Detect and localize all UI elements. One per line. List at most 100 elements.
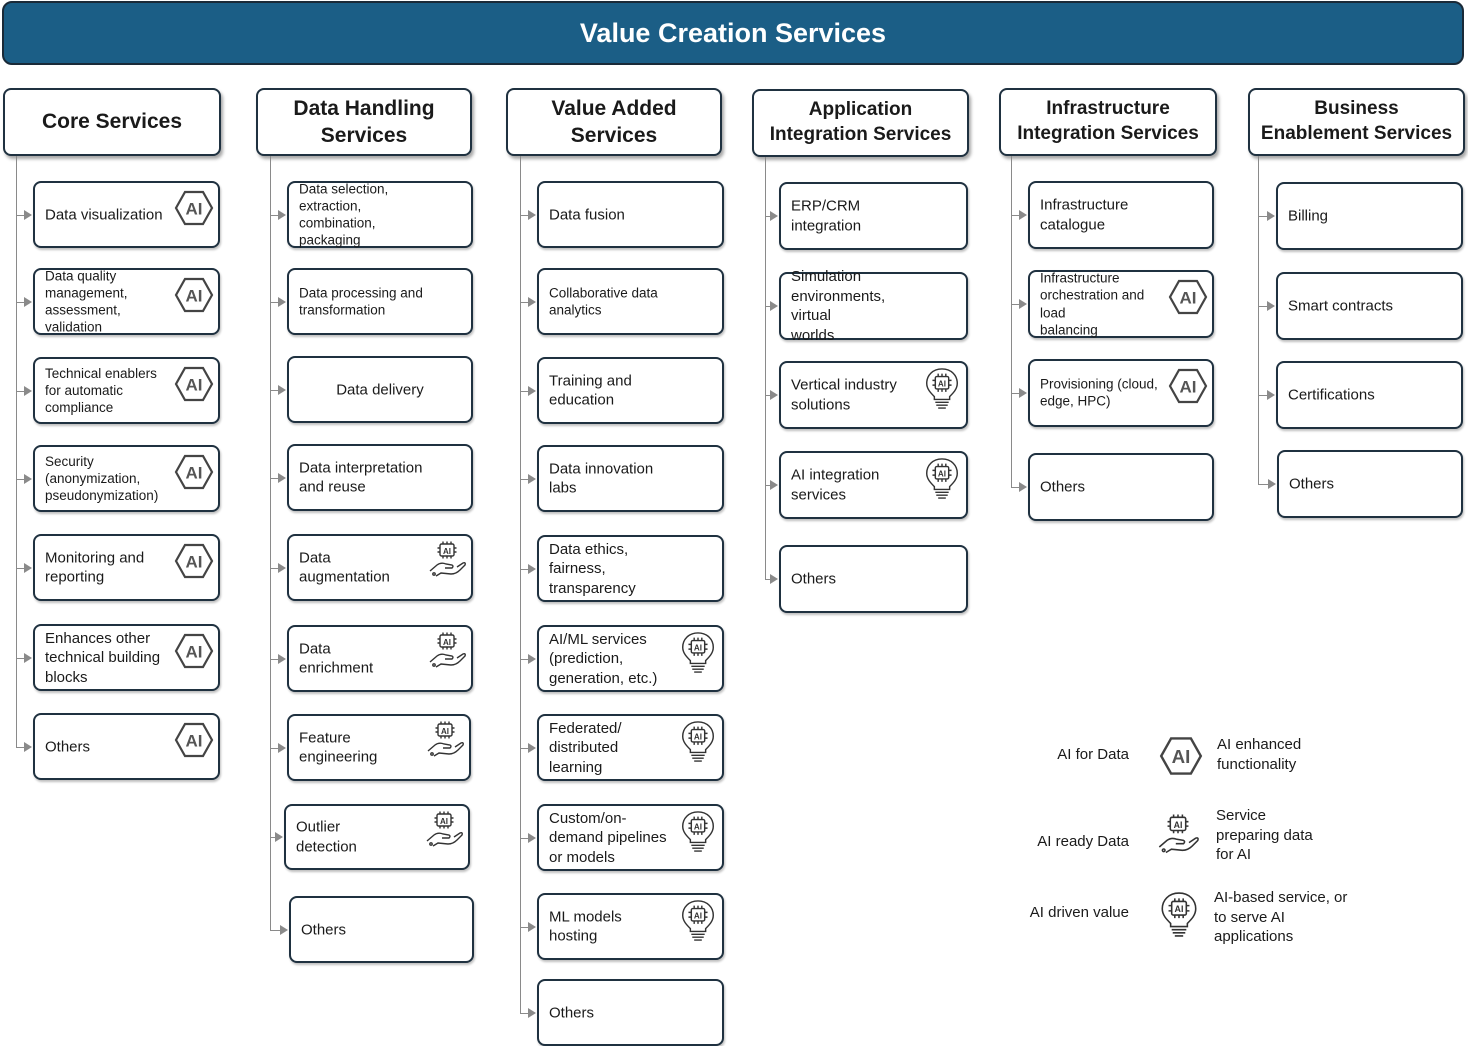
arrow-head-icon: [1019, 482, 1027, 492]
svg-text:AI: AI: [443, 638, 451, 647]
service-label: Enhances other technical building blocks: [45, 629, 161, 686]
connector-branch: [1011, 215, 1020, 216]
service-box: AI/ML services (prediction, generation, …: [537, 625, 724, 692]
svg-text:AI: AI: [1174, 820, 1183, 830]
service-box: Data delivery: [287, 356, 473, 423]
legend-name: AI ready Data: [1037, 833, 1129, 850]
service-box: Technical enablers for automatic complia…: [33, 357, 220, 424]
legend-name: AI driven value: [1029, 904, 1129, 921]
svg-text:AI: AI: [694, 911, 702, 920]
arrow-head-icon: [770, 211, 778, 221]
service-box: Data enrichment AI: [287, 625, 473, 692]
arrow-head-icon: [24, 652, 32, 663]
service-label: ML models hosting: [549, 908, 622, 945]
ai-lightbulb-icon: AI: [678, 720, 718, 762]
svg-text:AI: AI: [186, 643, 203, 662]
connector-branch: [16, 478, 25, 480]
legend-description: AI-based service, or to serve AI applica…: [1214, 889, 1348, 945]
ai-lightbulb-icon-graphic: AI: [682, 632, 714, 673]
svg-text:AI: AI: [440, 817, 448, 826]
service-box: Billing: [1276, 182, 1463, 250]
arrow-head-icon: [24, 209, 32, 220]
connector-branch: [16, 301, 25, 303]
connector-branch: [520, 568, 529, 570]
arrow-head-icon: [770, 301, 778, 311]
arrow-head-icon: [1267, 390, 1275, 400]
service-box: Data processing and transformation: [287, 268, 473, 335]
ai-chip-hand-icon: AI: [427, 631, 467, 673]
ai-hex-icon: AI: [174, 540, 214, 582]
connector-branch: [270, 747, 279, 749]
connector-branch: [1011, 393, 1020, 394]
service-label: Feature engineering: [299, 729, 378, 766]
service-box: Smart contracts: [1276, 272, 1463, 340]
svg-text:AI: AI: [938, 469, 946, 478]
svg-text:AI: AI: [186, 376, 203, 395]
connector-line: [765, 157, 766, 579]
arrow-head-icon: [528, 921, 536, 932]
service-label: Infrastructure orchestration and load ba…: [1040, 270, 1145, 338]
connector-line: [1011, 156, 1012, 487]
ai-hex-icon-graphic: AI: [174, 366, 214, 402]
connector-branch: [270, 837, 276, 838]
arrow-head-icon: [528, 473, 536, 484]
service-label: Provisioning (cloud, edge, HPC): [1040, 376, 1158, 409]
ai-hex-icon: AI: [174, 274, 214, 316]
connector-branch: [16, 567, 25, 569]
connector-branch: [16, 214, 25, 216]
service-box: Data ethics, fairness, transparency: [537, 535, 724, 602]
connector-branch: [16, 746, 25, 748]
arrow-head-icon: [278, 653, 286, 664]
ai-lightbulb-icon: AI: [1157, 891, 1201, 937]
service-box: Outlier detection AI: [284, 804, 470, 870]
ai-hex-icon-graphic: AI: [174, 277, 214, 313]
column-header: Data Handling Services: [256, 88, 472, 156]
ai-hex-icon-graphic: AI: [1168, 279, 1208, 315]
svg-text:AI: AI: [1172, 746, 1191, 767]
ai-hex-icon: AI: [174, 363, 214, 405]
service-label: AI integration services: [791, 466, 880, 504]
arrow-head-icon: [278, 296, 286, 307]
connector-branch: [1011, 487, 1020, 488]
connector-branch: [270, 567, 279, 569]
service-label: Others: [45, 737, 91, 755]
ai-lightbulb-icon: AI: [678, 631, 718, 673]
service-label: Federated/ distributed learning: [549, 719, 622, 776]
connector-branch: [520, 747, 529, 749]
column-header: Application Integration Services: [752, 89, 969, 157]
service-box: Others: [779, 545, 968, 613]
connector-branch: [1258, 484, 1269, 485]
service-label: Vertical industry solutions: [791, 376, 897, 414]
arrow-head-icon: [1019, 388, 1027, 398]
ai-hex-icon: AI: [1159, 733, 1203, 779]
arrow-head-icon: [528, 832, 536, 843]
service-box: ML models hosting AI: [537, 893, 724, 960]
service-label: Data innovation labs: [549, 460, 654, 497]
service-label: Certifications: [1288, 386, 1375, 404]
service-label: Data quality management, assessment, val…: [45, 267, 128, 335]
service-label: Training and education: [549, 372, 632, 409]
arrow-head-icon: [280, 924, 288, 935]
arrow-head-icon: [528, 209, 536, 220]
arrow-head-icon: [24, 385, 32, 396]
connector-branch: [270, 658, 279, 660]
service-label: Data enrichment: [299, 640, 374, 677]
column-header: Core Services: [3, 88, 221, 156]
service-label: Custom/on- demand pipelines or models: [549, 809, 667, 866]
svg-text:AI: AI: [1175, 904, 1184, 914]
connector-line: [1258, 156, 1259, 484]
arrow-head-icon: [770, 574, 778, 584]
arrow-head-icon: [1019, 210, 1027, 220]
service-box: Custom/on- demand pipelines or models AI: [537, 804, 724, 871]
arrow-head-icon: [770, 480, 778, 490]
service-label: Data selection, extraction, combination,…: [299, 180, 389, 248]
ai-hex-icon-graphic: AI: [174, 543, 214, 579]
connector-branch: [520, 478, 529, 480]
arrow-head-icon: [278, 209, 286, 220]
service-label: Outlier detection: [296, 818, 357, 856]
connector-branch: [270, 389, 279, 391]
svg-text:AI: AI: [694, 732, 702, 741]
svg-text:AI: AI: [186, 287, 203, 306]
ai-lightbulb-icon-graphic: AI: [682, 721, 714, 762]
arrow-head-icon: [275, 832, 283, 842]
